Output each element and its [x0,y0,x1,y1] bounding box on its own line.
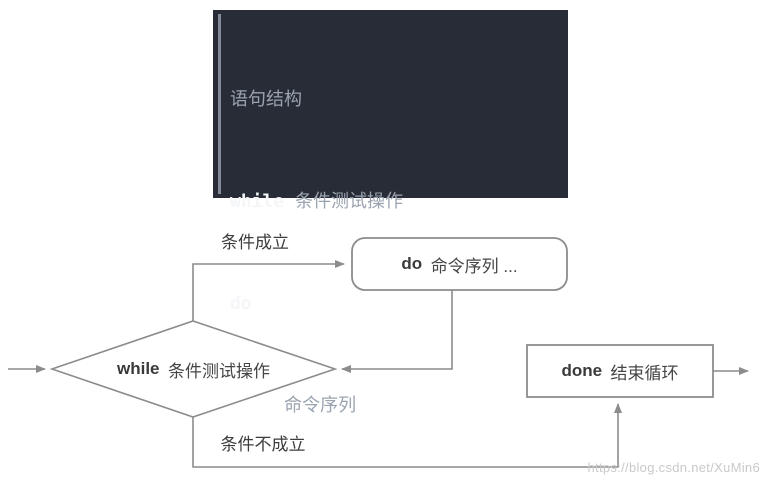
do-to-while-connector [341,290,453,373]
do-box-shape [351,237,568,291]
watermark: https://blog.csdn.net/XuMin6 [587,460,760,475]
while-diamond-label: while 条件测试操作 [52,321,335,417]
done-keyword: done [561,361,603,380]
while-text: 条件测试操作 [168,361,270,381]
do-box-label: do 命令序列 ... [352,238,567,290]
code-line: 命令序列 [230,389,564,423]
while-diamond-shape [49,320,338,418]
done-text: 结束循环 [610,363,679,383]
while-keyword: while [116,359,160,378]
code-line: 语句结构 [230,83,564,117]
do-keyword: do [401,254,423,273]
code-text: 命令序列 [230,395,357,416]
condition-true-connector [192,260,345,321]
condition-true-label: 条件成立 [221,233,289,252]
code-keyword: while [230,191,285,212]
done-box-label: done 结束循环 [527,345,713,397]
code-lines: 语句结构 while 条件测试操作 do 命令序列 done [230,15,564,489]
condition-false-label: 条件不成立 [220,435,306,454]
code-keyword: do [230,293,252,314]
code-line: while 条件测试操作 [230,185,564,219]
code-text: 条件测试操作 [284,191,404,212]
code-block: 语句结构 while 条件测试操作 do 命令序列 done [213,10,568,416]
done-box-shape [526,344,714,398]
condition-false-connector [192,403,622,468]
code-text: 语句结构 [230,89,302,110]
do-text: 命令序列 ... [430,256,518,276]
code-block-left-bar [218,14,221,194]
code-line: do [230,287,564,321]
